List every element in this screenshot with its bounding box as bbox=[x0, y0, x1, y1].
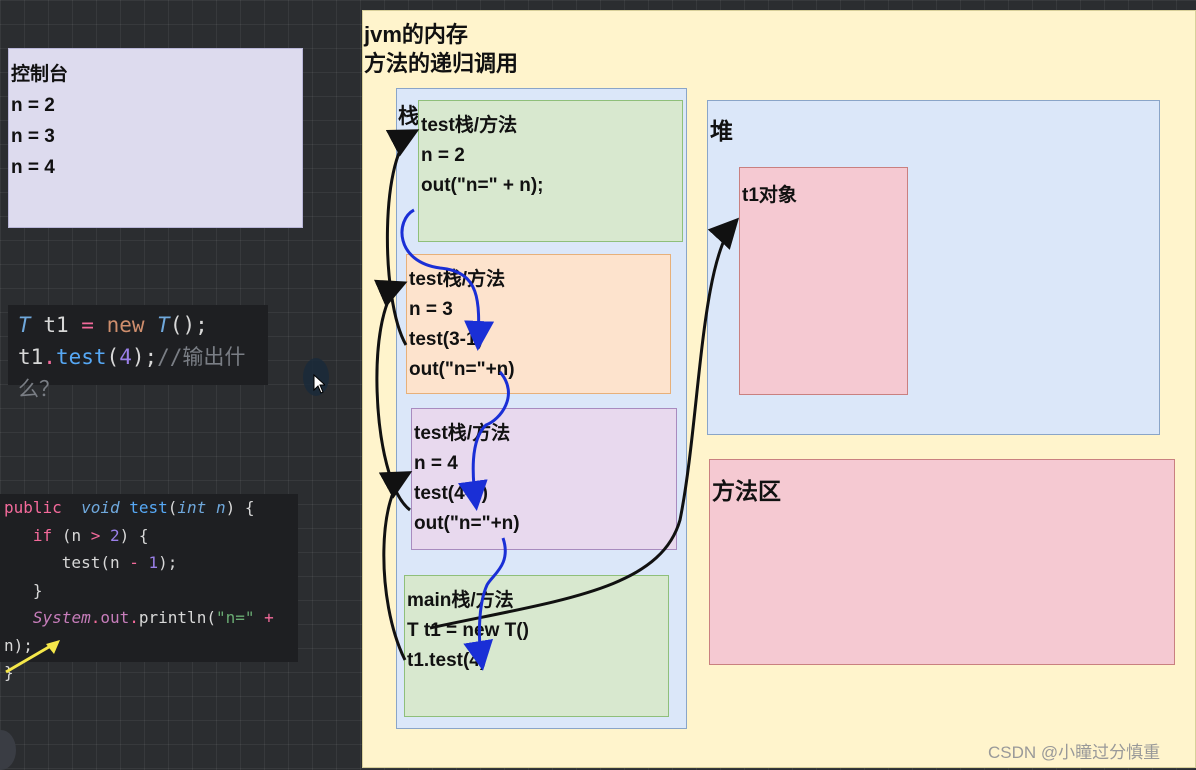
code-token: ( bbox=[106, 345, 120, 369]
frame-line: out("n="+n) bbox=[409, 359, 515, 380]
code-line: test(n - 1); bbox=[4, 549, 294, 577]
frame-line: test(4-1) bbox=[414, 483, 488, 504]
code-token: T bbox=[18, 313, 31, 337]
code-token: - bbox=[129, 553, 139, 572]
code-token: t1 bbox=[43, 313, 69, 337]
corner-shape bbox=[0, 730, 16, 770]
hint-arrow-icon bbox=[5, 640, 60, 674]
code-line: System.out.println("n=" + n); bbox=[4, 604, 294, 659]
jvm-title-text: jvm的内存 bbox=[364, 22, 468, 47]
stack-frame-test-n4: test栈/方法 n = 4 test(4-1) out("n="+n) bbox=[411, 408, 677, 550]
console-panel: 控制台 n = 2 n = 3 n = 4 bbox=[8, 48, 303, 228]
code-token: ) { bbox=[225, 498, 255, 517]
code-token: ( bbox=[167, 498, 178, 517]
stack-label: 栈 bbox=[398, 105, 419, 128]
code-token: ); bbox=[158, 553, 178, 572]
code-token: 2 bbox=[110, 525, 120, 545]
heap-object-label: t1对象 bbox=[742, 185, 797, 206]
code-token: out bbox=[100, 608, 130, 627]
heap-object-t1: t1对象 bbox=[739, 167, 908, 395]
frame-title: test栈/方法 bbox=[421, 115, 518, 136]
code-line: t1.test(4);//输出什么？ bbox=[18, 341, 258, 405]
code-token: n bbox=[71, 525, 82, 545]
heap-label: 堆 bbox=[710, 118, 733, 144]
code-token: } bbox=[4, 663, 14, 682]
code-comment: //输出什么？ bbox=[18, 345, 246, 401]
code-line: } bbox=[4, 659, 294, 687]
code-token: > bbox=[90, 525, 101, 545]
watermark: CSDN @小瞳过分慎重 bbox=[988, 743, 1161, 762]
stack-frame-main: main栈/方法 T t1 = new T() t1.test(4) bbox=[404, 575, 669, 717]
code-token: n bbox=[109, 553, 120, 572]
frame-line: t1.test(4) bbox=[407, 650, 487, 671]
code-token: ); bbox=[13, 635, 33, 655]
frame-title: main栈/方法 bbox=[407, 590, 514, 611]
code-token: ) { bbox=[119, 525, 149, 545]
console-line: n = 4 bbox=[11, 157, 55, 178]
frame-line: n = 4 bbox=[414, 453, 458, 474]
code-token: test bbox=[61, 553, 101, 572]
code-token: (); bbox=[169, 313, 208, 337]
code-snippet-test-method: public void test(int n) { if (n > 2) { t… bbox=[0, 494, 298, 682]
code-token: } bbox=[32, 580, 43, 600]
frame-line: n = 3 bbox=[409, 299, 453, 320]
code-token: println bbox=[138, 608, 207, 627]
code-token: . bbox=[43, 345, 56, 369]
stack-frame-test-n2: test栈/方法 n = 2 out("n=" + n); bbox=[418, 100, 683, 242]
frame-line: T t1 = new T() bbox=[407, 620, 529, 641]
frame-line: out("n="+n) bbox=[414, 513, 520, 534]
code-token: if bbox=[32, 525, 53, 545]
code-token: ( bbox=[61, 525, 72, 545]
frame-title: test栈/方法 bbox=[409, 269, 506, 290]
code-token: T bbox=[157, 313, 170, 337]
frame-line: test(3-1) bbox=[409, 329, 483, 350]
code-token: ); bbox=[131, 345, 158, 369]
code-token: 1 bbox=[148, 553, 159, 572]
jvm-subtitle-text: 方法的递归调用 bbox=[364, 51, 519, 76]
code-token: ( bbox=[206, 608, 216, 627]
code-token: = bbox=[81, 313, 94, 337]
code-line: T t1 = new T(); bbox=[18, 309, 258, 341]
stack-frame-test-n3: test栈/方法 n = 3 test(3-1) out("n="+n) bbox=[406, 254, 671, 394]
code-token: new bbox=[106, 313, 145, 337]
code-line: if (n > 2) { bbox=[4, 522, 294, 550]
code-token: ( bbox=[100, 553, 110, 572]
code-line: public void test(int n) { bbox=[4, 494, 294, 522]
mouse-cursor-icon bbox=[313, 374, 325, 394]
code-token: . bbox=[129, 608, 139, 627]
code-token: int bbox=[177, 498, 207, 517]
code-token: 4 bbox=[119, 345, 132, 369]
method-area-label: 方法区 bbox=[712, 478, 781, 504]
code-token: test bbox=[55, 345, 107, 369]
code-token: public bbox=[4, 498, 62, 517]
frame-line: n = 2 bbox=[421, 145, 465, 166]
code-token: System bbox=[32, 608, 91, 627]
code-token: test bbox=[129, 498, 168, 517]
frame-title: test栈/方法 bbox=[414, 423, 511, 444]
code-token: t1 bbox=[18, 345, 44, 369]
code-token: "n=" bbox=[215, 608, 255, 627]
code-token: + bbox=[264, 608, 274, 627]
console-title: 控制台 bbox=[11, 64, 69, 85]
frame-line: out("n=" + n); bbox=[421, 175, 544, 196]
code-token: n bbox=[4, 635, 14, 655]
code-token: . bbox=[90, 608, 101, 627]
method-area bbox=[709, 459, 1175, 665]
jvm-title: jvm的内存 方法的递归调用 bbox=[364, 20, 518, 78]
console-line: n = 3 bbox=[11, 126, 55, 147]
code-token: void bbox=[81, 498, 120, 517]
code-token: n bbox=[215, 498, 226, 517]
code-line: } bbox=[4, 577, 294, 605]
console-line: n = 2 bbox=[11, 95, 55, 116]
code-snippet-main: T t1 = new T(); t1.test(4);//输出什么？ bbox=[8, 305, 268, 401]
